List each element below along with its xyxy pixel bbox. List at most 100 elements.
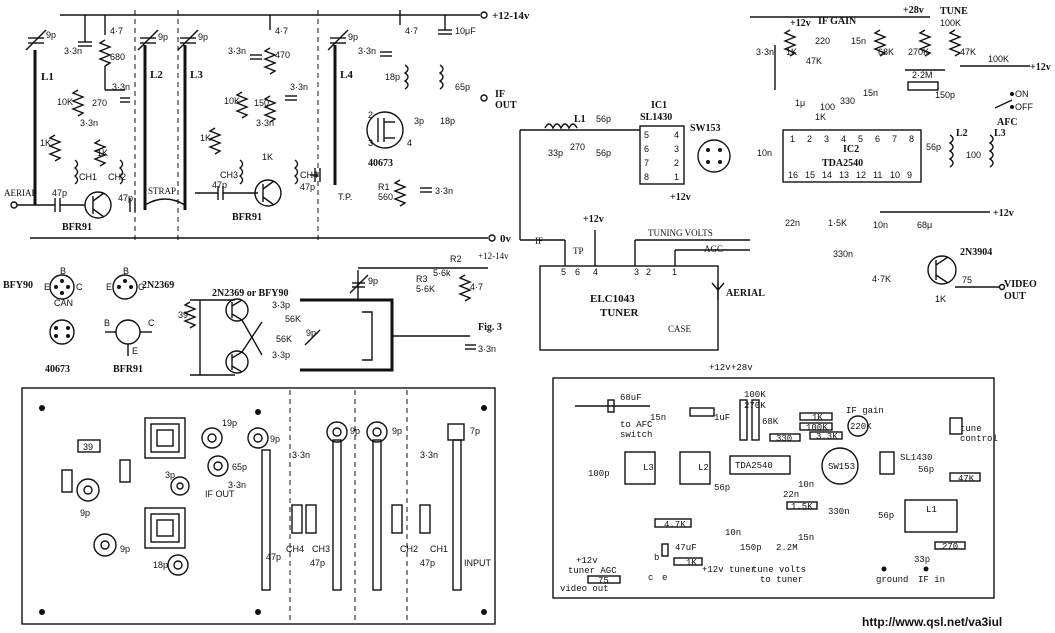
transistor-can-icon xyxy=(49,274,75,300)
ic1-label: IC1 xyxy=(651,100,667,111)
if-c56p-b: 56p xyxy=(926,142,941,152)
ic2-pin-7: 7 xyxy=(892,134,897,144)
layout-r1k-b: 1K xyxy=(686,558,697,568)
pinout-2n2369-title: 2N2369 xyxy=(142,280,174,291)
if-c56p-a: 56p xyxy=(596,114,611,124)
trimmer-capacitor-icon xyxy=(93,533,117,557)
pin-e-label: E xyxy=(132,346,138,356)
layout-p28: +28v xyxy=(731,363,753,373)
trimmer-capacitor-icon xyxy=(366,421,388,443)
if-gain-label: IF GAIN xyxy=(818,16,857,27)
pin-b-label: B xyxy=(60,266,66,276)
figure-label: Fig. 3 xyxy=(478,322,502,333)
layout-tuner-agc-2: tuner AGC xyxy=(568,566,617,576)
pin-e-label: E xyxy=(106,282,112,292)
pin-c-label: C xyxy=(76,282,83,292)
pin-c-label: C xyxy=(148,318,155,328)
tuner-block: ELC1043 TUNER CASE IF TP TUNING VOLTS AG… xyxy=(520,214,765,351)
tuner-supply: +12v xyxy=(583,214,604,225)
stage2-aux-resistor-label: 1K xyxy=(262,152,273,162)
choke-ch2-label: CH2 xyxy=(108,172,126,182)
stage2-emitter-resistor-label: 150 xyxy=(254,98,269,108)
if-r47k-b: 47K xyxy=(960,47,976,57)
stage2-emitter-cap-label: 3·3n xyxy=(256,118,274,128)
osc-res-top: 56K xyxy=(285,314,301,324)
trimmer-capacitor-icon xyxy=(207,455,229,477)
if-r22m: 2·2M xyxy=(912,70,933,80)
if-c56p-c: 56p xyxy=(596,148,611,158)
layout-c22n: 22n xyxy=(783,490,799,500)
stage1-bias-resistor-label: 10K xyxy=(57,97,73,107)
layout-r75: 75 xyxy=(598,576,609,586)
ic1-pin-4: 4 xyxy=(674,130,679,140)
if-amp-schematic: +28v +12v IF GAIN TUNE 100K 100K +12v 3·… xyxy=(519,5,1051,304)
if-r330: 330 xyxy=(840,96,855,106)
choke-ch1-label: CH1 xyxy=(79,172,97,182)
layout-tuner-agc-1: +12v xyxy=(576,556,598,566)
output-transistor-label: 2N3904 xyxy=(960,247,992,258)
if-supply-12a: +12v xyxy=(790,18,811,29)
layout-r270: 270 xyxy=(942,542,958,552)
pin-c-label: C xyxy=(138,282,145,292)
tuner-sub: TUNER xyxy=(600,307,640,319)
if-coil-l2: L2 xyxy=(956,128,968,139)
ic2-pin-11: 11 xyxy=(873,170,882,180)
layout-c68u: 68uF xyxy=(620,393,642,403)
layout-video-out: video out xyxy=(560,584,609,594)
pin-b-label: B xyxy=(104,318,110,328)
potentiometer-icon xyxy=(847,415,869,437)
sw153-label: SW153 xyxy=(690,123,721,134)
trimmer-capacitor-icon xyxy=(167,554,189,576)
pcb-trimmer-19p: 19p xyxy=(222,418,237,428)
stage1-aux-resistor-label: 1K xyxy=(97,148,108,158)
ic2-pin-4: 4 xyxy=(841,134,846,144)
if-r100: 100 xyxy=(820,102,835,112)
pinout-40673-title: 40673 xyxy=(45,364,70,375)
ic1-pin-3: 3 xyxy=(674,144,679,154)
ic2-pin-6: 6 xyxy=(875,134,880,144)
osc-trimmer: 9p xyxy=(306,328,316,338)
pcb-trimmer-9p-d: 9p xyxy=(350,426,360,436)
pcb-r39: 39 xyxy=(83,442,93,452)
mosfet-symbol-icon xyxy=(366,111,404,149)
mosfet-pin-3: 3 xyxy=(368,138,373,148)
osc-bypass: 3·3n xyxy=(478,344,496,354)
if-supply-12c: +12v xyxy=(993,208,1014,219)
if-out-label-1: IF xyxy=(495,89,505,100)
if-c15n-b: 15n xyxy=(863,88,878,98)
stage2-base-resistor-label: 1K xyxy=(200,133,211,143)
ic2-pin-9: 9 xyxy=(907,170,912,180)
layout-l1: L1 xyxy=(926,505,937,515)
layout-tune-control-1: tune xyxy=(960,424,982,434)
pcb-cap-47p-c: 47p xyxy=(420,558,435,568)
video-out-label-1: VIDEO xyxy=(1004,279,1037,290)
transistor-q2-label: BFR91 xyxy=(232,212,262,223)
resistor-r1-value: 560 xyxy=(378,192,393,202)
output-cap-3p: 3p xyxy=(414,116,424,126)
coil-l2-label: L2 xyxy=(150,69,163,81)
stage2-input-cap-label: 47p xyxy=(212,180,227,190)
pcb-cap-3n3-c: 3·3n xyxy=(228,480,246,490)
ic2-pin-12: 12 xyxy=(856,170,866,180)
coil-can-icon xyxy=(624,451,656,485)
transistor-plastic-icon xyxy=(105,319,152,356)
stage2-decoupling-label: 4·7 xyxy=(275,26,288,36)
if-cap-33n: 3·3n xyxy=(756,47,774,57)
transistor-can-icon xyxy=(112,274,138,300)
layout-r68k: 68K xyxy=(762,417,779,427)
layout-c330n: 330n xyxy=(828,507,850,517)
oscillator-title: 2N2369 or BFY90 xyxy=(212,288,288,299)
source-bypass-label: 3·3n xyxy=(435,186,453,196)
tuner-if-label: IF xyxy=(535,236,543,246)
if-r15k: 1·5K xyxy=(828,218,847,228)
trimmer-capacitor-icon xyxy=(326,421,348,443)
pcb-trimmer-7p: 7p xyxy=(470,426,480,436)
transistor-symbol-icon xyxy=(254,179,282,207)
stage3-decoupling-label: 4·7 xyxy=(405,26,418,36)
pcb-cap-3p: 3p xyxy=(165,470,175,480)
if-r220: 220 xyxy=(815,36,830,46)
mosfet-pin-4: 4 xyxy=(407,138,412,148)
afc-label: AFC xyxy=(997,117,1018,128)
afc-on-label: ON xyxy=(1015,89,1029,99)
oscillator-r39: 39 xyxy=(178,310,188,320)
